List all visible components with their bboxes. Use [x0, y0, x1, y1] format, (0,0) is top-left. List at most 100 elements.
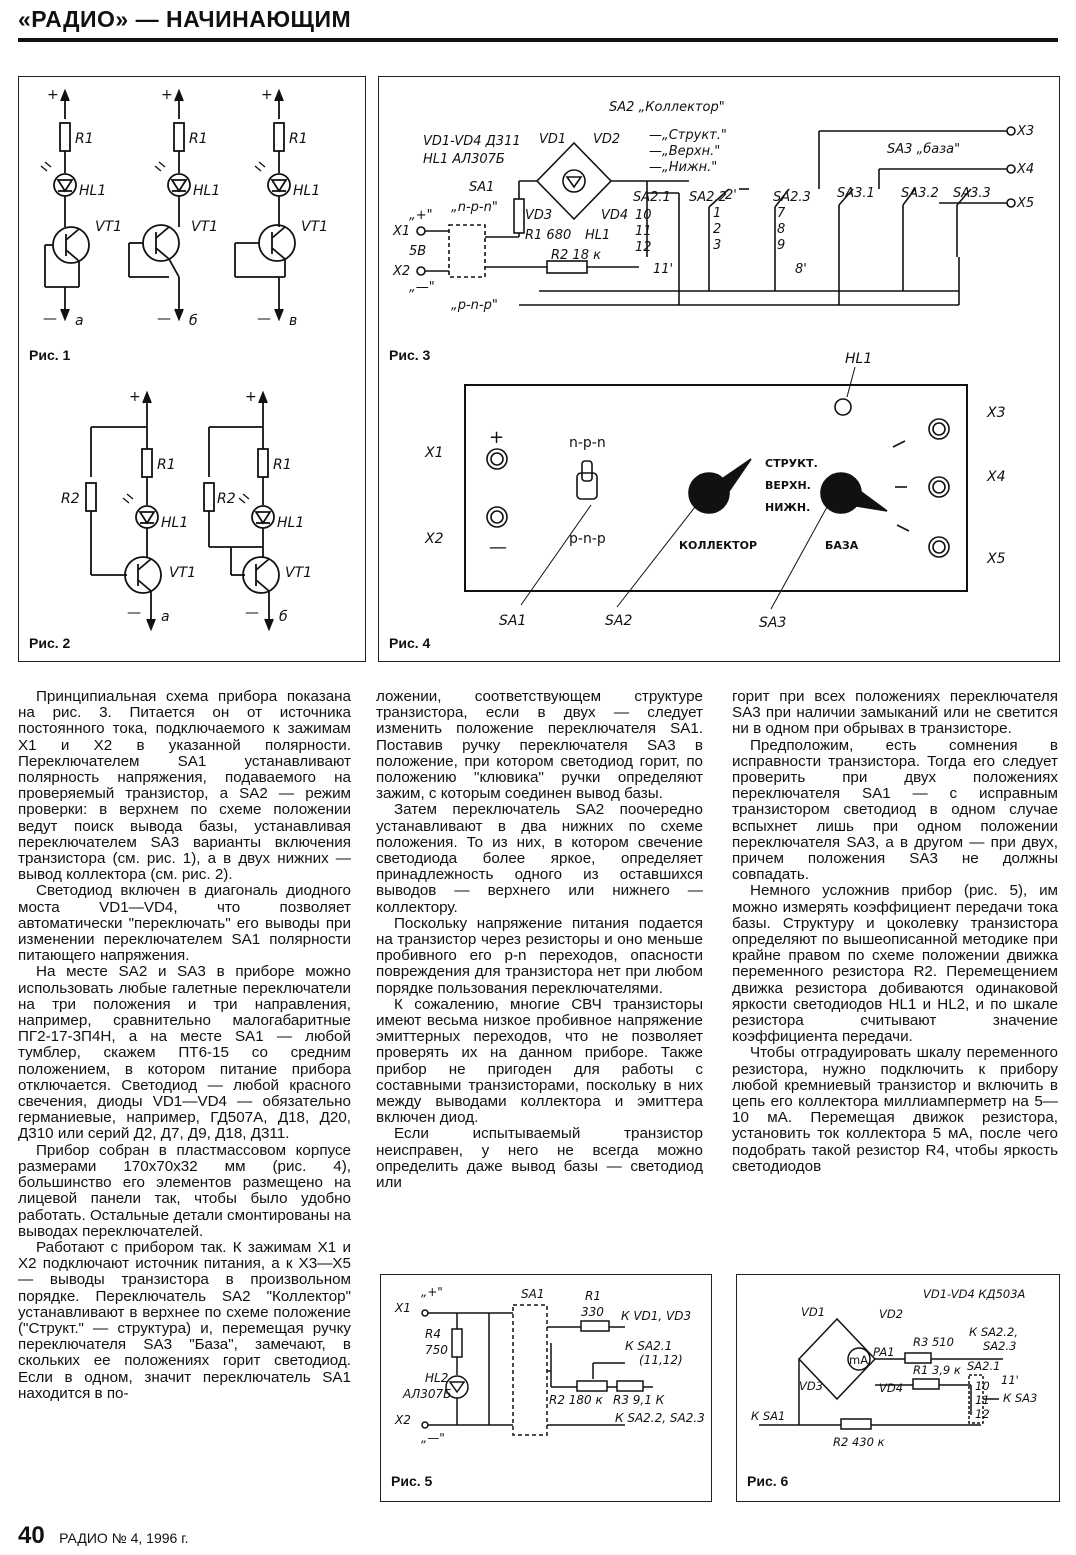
fig6-ksa1: К SA1: [751, 1409, 786, 1423]
fig1-minus-b: —: [157, 311, 171, 327]
fig6-ma: mA: [849, 1353, 869, 1367]
fig2-r1-b: R1: [273, 457, 292, 473]
fig5-plus: „+": [421, 1285, 443, 1299]
fig3-vd-note: VD1-VD4 Д311: [423, 134, 521, 149]
fig3-x1: X1: [392, 224, 410, 239]
fig2-minus-b: —: [245, 605, 259, 621]
fig5-r2: R2 180 к: [549, 1393, 603, 1407]
fig3-sa33: SA3.3: [953, 186, 991, 201]
fig4-sa1: SA1: [499, 613, 526, 629]
fig1-minus-c: —: [257, 311, 271, 327]
fig3-schematic: [416, 126, 1016, 306]
fig2-circuit-b: [203, 390, 280, 632]
fig5-hl2: HL2: [425, 1371, 449, 1385]
fig3-caption: Рис. 3: [389, 347, 431, 363]
fig1-hl1-b: HL1: [193, 183, 220, 199]
fig3-sa21: SA2.1: [633, 190, 671, 205]
fig1-vt1-a: VT1: [95, 219, 122, 235]
header-rule: [18, 38, 1058, 42]
figure-1-2-box: + + + R1 R1 R1 HL1 HL1 HL1 VT1 VT1 VT1 —…: [18, 76, 366, 662]
fig6-n11p: 11': [1001, 1373, 1019, 1387]
col1-para: Прибор собран в пластмассовом корпусе ра…: [18, 1141, 351, 1240]
fig3-nizh: —„Нижн.": [649, 160, 717, 175]
fig3-r1: R1 680: [525, 228, 571, 243]
fig5-r4: R4: [425, 1327, 441, 1341]
fig1-r1-c: R1: [289, 131, 308, 147]
fig1-label-a: а: [75, 313, 84, 329]
fig5-r3: R3 9,1 К: [613, 1393, 665, 1407]
fig4-plus: +: [489, 427, 504, 448]
col2-para: Затем переключатель SA2 поочередно устан…: [376, 801, 703, 916]
fig3-x4: X4: [1016, 162, 1034, 177]
fig3-hl-note: HL1 АЛ307Б: [423, 152, 505, 167]
fig3-n3: 3: [713, 238, 721, 253]
fig2-plus-b: +: [245, 389, 257, 405]
figure-5-drawing: [421, 1304, 653, 1436]
fig3-sa22: SA2.2: [689, 190, 727, 205]
figure-6-box: VD1-VD4 КД503А VD1 VD2 VD3 VD4 mA PA1 R3…: [736, 1274, 1060, 1502]
fig6-n12: 12: [975, 1407, 990, 1421]
fig3-plus: „+": [409, 208, 433, 223]
col3-para: Чтобы отградуировать шкалу переменного р…: [732, 1044, 1058, 1175]
figure-3-4-drawing: SA2 „Коллектор" VD1-VD4 Д311 HL1 АЛ307Б …: [392, 100, 1034, 631]
fig6-r1: R1 3,9 к: [913, 1363, 961, 1377]
fig3-hl1: HL1: [585, 228, 610, 243]
col3-para: Немного усложнив прибор (рис. 5), им мож…: [732, 882, 1058, 1046]
fig6-n11: 11: [975, 1393, 990, 1407]
fig1-label-c: в: [289, 313, 297, 329]
fig3-n2: 2: [713, 222, 721, 237]
fig4-strukt: СТРУКТ.: [765, 457, 818, 470]
fig3-sa1: SA1: [469, 180, 494, 195]
fig3-n11: 11: [635, 224, 652, 239]
fig6-caption: Рис. 6: [747, 1473, 789, 1489]
fig3-n9: 9: [777, 238, 785, 253]
fig2-plus-a: +: [129, 389, 141, 405]
fig1-circuit-c: [234, 88, 296, 322]
fig3-vd1: VD1: [539, 132, 566, 147]
fig5-x2: X2: [395, 1413, 411, 1427]
fig2-r2-b: R2: [217, 491, 236, 507]
fig3-verh: —„Верхн.": [649, 144, 720, 159]
fig4-nizh: НИЖН.: [765, 501, 810, 514]
fig4-hl1: HL1: [845, 351, 872, 367]
figure-6-drawing: [759, 1317, 1003, 1430]
col3-para: горит при всех положениях переключателя …: [732, 688, 1058, 738]
fig6-sa21: SA2.1: [967, 1359, 1001, 1373]
fig4-x4: X4: [986, 469, 1006, 485]
fig2-hl1-b: HL1: [277, 515, 304, 531]
page-header: «РАДИО» — НАЧИНАЮЩИМ: [18, 6, 352, 32]
page-footer: 40 РАДИО № 4, 1996 г.: [18, 1522, 188, 1550]
fig3-r2: R2 18 к: [551, 248, 601, 263]
fig3-strukt: —„Структ.": [649, 128, 727, 143]
fig6-ksa22: К SA2.2,: [969, 1325, 1018, 1339]
fig1-vt1-c: VT1: [301, 219, 328, 235]
text-column-2: ложении, соответствующем структуре транз…: [376, 688, 703, 1191]
fig1-plus-b: +: [161, 87, 173, 103]
fig3-n2p: 2': [725, 188, 737, 203]
fig3-npn: „n-p-n": [451, 200, 498, 215]
fig4-pnp: p-n-p: [569, 531, 606, 547]
fig3-sa23: SA2.3: [773, 190, 811, 205]
fig4-sa2: SA2: [605, 613, 632, 629]
fig1-hl1-a: HL1: [79, 183, 106, 199]
fig4-verh: ВЕРХН.: [765, 479, 811, 492]
fig2-hl1-a: HL1: [161, 515, 188, 531]
fig5-r1-value: 330: [581, 1305, 604, 1319]
fig1-vt1-b: VT1: [191, 219, 218, 235]
issue-label: РАДИО № 4, 1996 г.: [59, 1530, 189, 1546]
col1-para: Принципиальная схема прибора показана на…: [18, 688, 351, 884]
fig3-n11p: 11': [653, 262, 673, 277]
fig6-r3: R3 510: [913, 1335, 954, 1349]
fig1-plus-c: +: [261, 87, 273, 103]
fig5-caption: Рис. 5: [391, 1473, 433, 1489]
col2-para: Поскольку напряжение питания подается на…: [376, 914, 703, 997]
fig4-panel: [464, 366, 968, 610]
fig2-circuit-a: [85, 390, 162, 632]
fig4-kollektor: КОЛЛЕКТОР: [679, 539, 757, 552]
fig3-x2: X2: [392, 264, 410, 279]
fig6-r2: R2 430 к: [833, 1435, 885, 1449]
figure-3-4-box: SA2 „Коллектор" VD1-VD4 Д311 HL1 АЛ307Б …: [378, 76, 1060, 662]
fig3-n10: 10: [635, 208, 652, 223]
text-column-1: Принципиальная схема прибора показана на…: [18, 688, 351, 1402]
fig1-r1-a: R1: [75, 131, 94, 147]
